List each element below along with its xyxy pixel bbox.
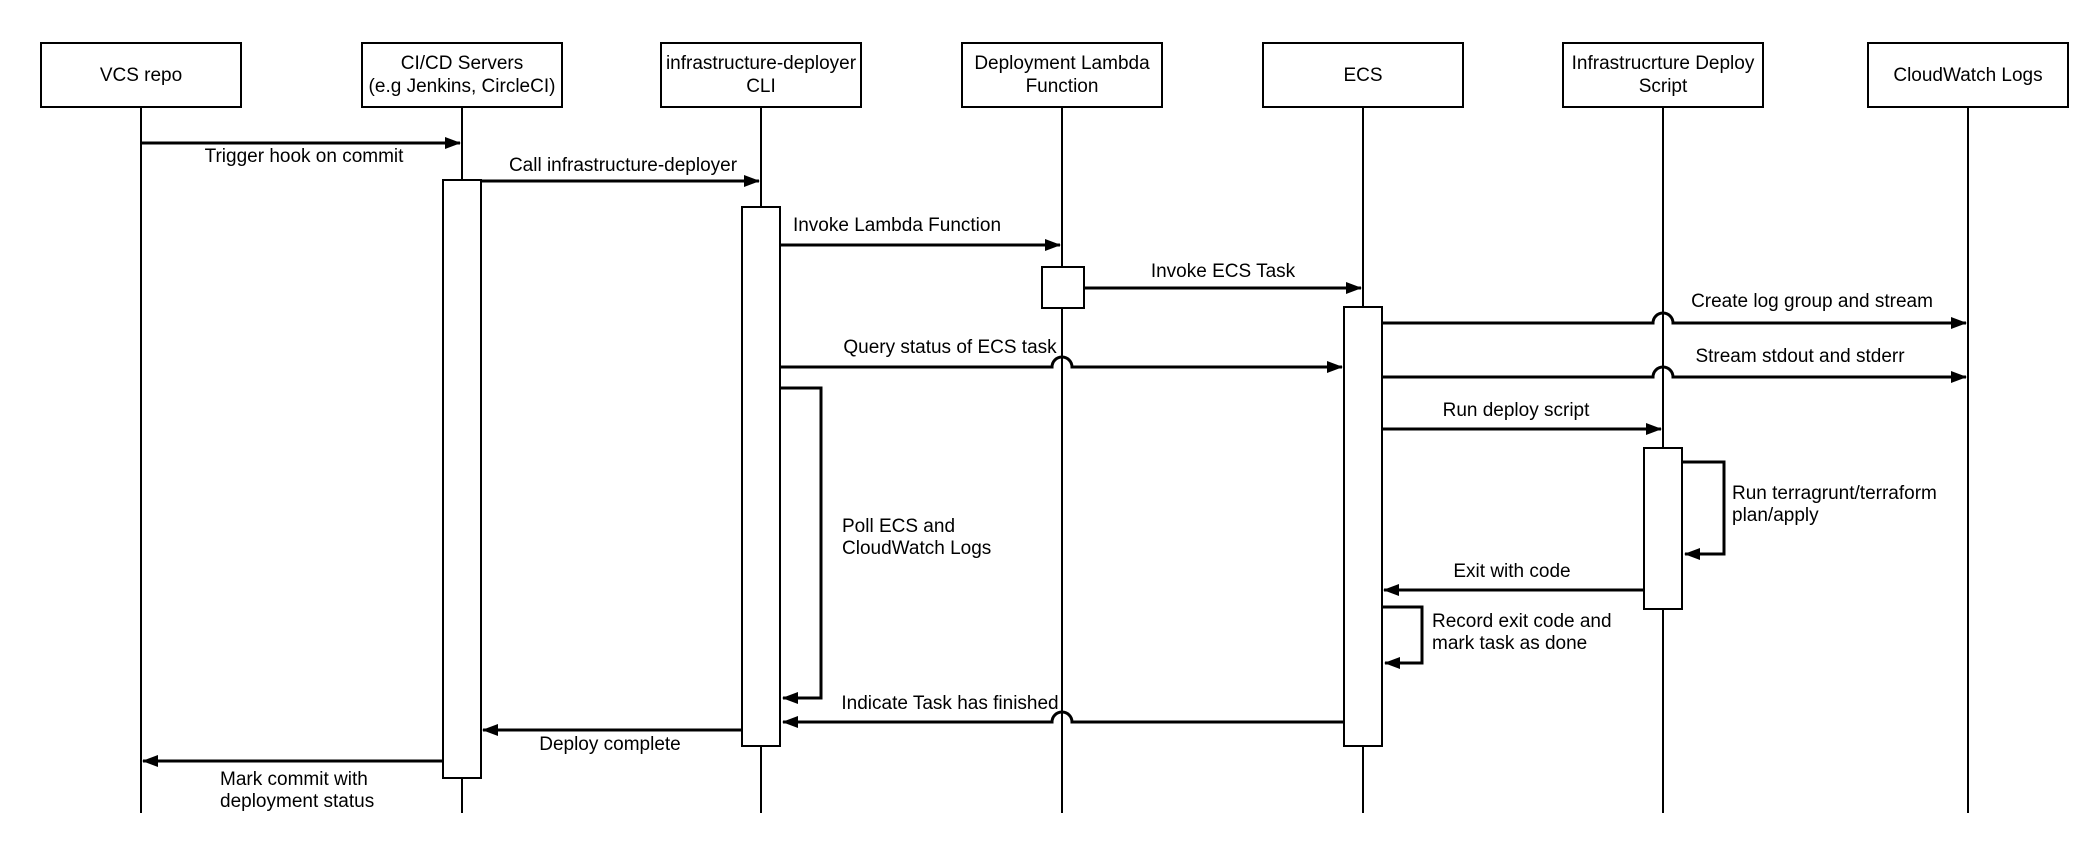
actor-label: infrastructure-deployer (665, 53, 857, 74)
message-label-exit-code: Exit with code (1453, 561, 1571, 582)
arrow-stream-stdout (1382, 365, 1967, 383)
actor-label: Function (1025, 76, 1099, 97)
actor-label: CloudWatch Logs (1893, 64, 2043, 86)
message-label-create-log: Create log group and stream (1691, 291, 1933, 312)
message-label-stream-stdout: Stream stdout and stderr (1695, 346, 1905, 367)
actor-label: CI/CD Servers (400, 53, 524, 74)
actor-label: Script (1638, 76, 1688, 97)
message-label-deploy-complete: Deploy complete (539, 734, 681, 755)
message-label-call-deployer: Call infrastructure-deployer (508, 155, 738, 176)
message-label-invoke-ecs-task: Invoke ECS Task (1150, 261, 1296, 282)
actor-vcs-repo: VCS repo (40, 42, 242, 108)
self-loop-poll (780, 386, 823, 704)
actor-label: Deployment Lambda (974, 53, 1150, 74)
actor-label: Infrastrucrture Deploy (1571, 53, 1755, 74)
arrow-indicate-done (782, 710, 1344, 728)
activation-ecs (1343, 306, 1383, 747)
actor-cicd-servers: CI/CD Servers(e.g Jenkins, CircleCI) (361, 42, 563, 108)
activation-deploy-script (1643, 447, 1683, 610)
message-label-trigger-hook: Trigger hook on commit (204, 146, 404, 167)
arrow-query-status (780, 355, 1343, 373)
message-label-run-deploy: Run deploy script (1442, 400, 1590, 421)
actor-label: CLI (746, 76, 776, 97)
self-loop-terragrunt (1682, 460, 1726, 560)
actor-ecs: ECS (1262, 42, 1464, 108)
arrow-create-log (1382, 311, 1967, 329)
message-label-query-status: Query status of ECS task (843, 337, 1057, 358)
activation-cicd (442, 179, 482, 779)
activation-cli (741, 206, 781, 747)
self-loop-record-exit (1382, 605, 1424, 669)
actor-cloudwatch: CloudWatch Logs (1867, 42, 2069, 108)
message-label-invoke-lambda: Invoke Lambda Function (792, 215, 1002, 236)
activation-lambda (1041, 266, 1085, 309)
actor-label: ECS (1343, 64, 1383, 86)
message-label-indicate-done: Indicate Task has finished (841, 693, 1059, 714)
actor-label: (e.g Jenkins, CircleCI) (368, 76, 556, 97)
actor-label: VCS repo (99, 64, 183, 86)
